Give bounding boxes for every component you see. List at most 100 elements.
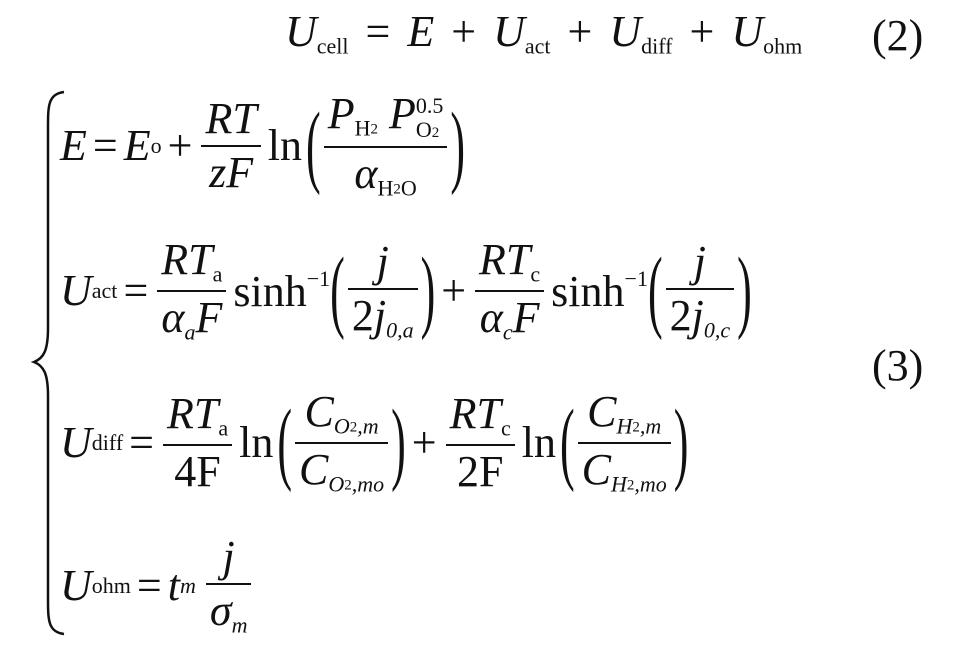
- anode-alpha: α: [161, 292, 185, 342]
- o2-c-num: C: [304, 387, 334, 436]
- alpha-sub: H: [377, 175, 394, 201]
- e0-var: E: [123, 120, 151, 170]
- diff-cathode-num: RT: [449, 388, 501, 438]
- equals-sign: =: [136, 560, 162, 610]
- u-act-lhs-sub: act: [91, 277, 118, 303]
- anode-arg-num: j: [376, 236, 389, 286]
- cathode-frac: RTc αcF: [475, 235, 545, 345]
- t-var: t: [167, 560, 180, 610]
- o2-c-den-sub2: 2: [344, 476, 352, 493]
- sinh-sup: −1: [624, 265, 648, 291]
- p-h2-sub2: 2: [370, 121, 378, 138]
- diff-cathode-den: 2F: [456, 446, 504, 496]
- alpha-sub2: 2: [393, 181, 401, 198]
- left-paren: (: [306, 93, 321, 197]
- u-diff-lhs: U: [60, 417, 92, 467]
- right-paren: ): [391, 390, 406, 494]
- diff-cathode-frac: RTc 2F: [445, 388, 515, 496]
- h2-c-den-sub: H: [611, 471, 627, 497]
- h2-c-den-sub3: ,mo: [634, 471, 667, 497]
- cathode-arg-frac: j 2j0,c: [665, 236, 735, 343]
- cathode-arg-den-j: j: [691, 290, 704, 340]
- right-paren: ): [450, 93, 466, 197]
- equals-sign: =: [123, 265, 149, 315]
- u-ohm-lhs: U: [60, 560, 92, 610]
- ln-function: ln: [239, 417, 274, 467]
- cathode-alpha: α: [479, 292, 503, 342]
- plus-sign: +: [451, 7, 477, 56]
- sinh-function: sinh−1: [551, 265, 648, 316]
- o2-c-num-sub2: 2: [349, 419, 358, 436]
- o2-c-num-sub: O: [333, 413, 350, 439]
- e-lhs: E: [60, 120, 87, 170]
- cathode-frac-num-sub: c: [530, 261, 541, 287]
- equals-sign: =: [365, 7, 391, 56]
- j-over-sigma-frac: j σm: [205, 532, 252, 637]
- ln-function: ln: [521, 417, 556, 467]
- cathode-arg-den-sub: 0,c: [703, 317, 731, 343]
- alpha-var: α: [354, 149, 378, 199]
- left-paren: (: [559, 390, 575, 494]
- h2-c-num-sub2: 2: [632, 419, 640, 436]
- sinh-label: sinh: [233, 266, 307, 316]
- diff-anode-frac: RTa 4F: [162, 391, 233, 496]
- left-paren: (: [277, 390, 292, 494]
- u-ohm-sub: ohm: [763, 33, 803, 59]
- u-ohm-var: U: [731, 7, 764, 56]
- p-h2-var: P: [327, 89, 355, 138]
- o2-c-den: C: [299, 444, 329, 494]
- h2-conc-frac: CH2,m CH2,mo: [577, 387, 671, 497]
- plus-sign: +: [567, 7, 593, 56]
- cathode-arg-num: j: [693, 236, 706, 286]
- diff-cathode-num-sub: c: [500, 415, 511, 441]
- anode-arg-den-j: j: [373, 290, 387, 340]
- anode-arg-frac: j 2j0,a: [347, 236, 418, 343]
- right-paren: ): [673, 390, 689, 494]
- alpha-sub3: O: [400, 175, 417, 201]
- u-act-sub: act: [524, 33, 551, 59]
- u-cell-sub: cell: [316, 33, 349, 59]
- anode-arg-den-sub: 0,a: [386, 317, 414, 343]
- cathode-frac-num: RT: [479, 235, 531, 284]
- anode-f: F: [195, 292, 223, 342]
- h2-c-num: C: [587, 387, 617, 436]
- diff-anode-den: 4F: [174, 446, 221, 496]
- o2-conc-frac: CO2,m CO2,mo: [295, 387, 389, 495]
- equals-sign: =: [129, 417, 154, 467]
- right-paren: ): [737, 238, 752, 342]
- h2-c-den: C: [581, 444, 611, 494]
- sinh-label: sinh: [551, 266, 625, 316]
- sinh-function: sinh−1: [233, 266, 330, 316]
- u-cell-var: U: [285, 7, 317, 56]
- cathode-alpha-sub: c: [502, 319, 513, 345]
- anode-alpha-sub: a: [184, 319, 196, 345]
- rt-over-zf-fraction: RT zF: [201, 96, 261, 197]
- p-o2-sub2: 2: [431, 124, 440, 141]
- left-paren: (: [330, 238, 345, 342]
- u-act-lhs: U: [60, 265, 92, 315]
- e-var: E: [407, 7, 435, 56]
- u-diff-lhs-sub: diff: [91, 429, 124, 455]
- plus-sign: +: [689, 7, 715, 56]
- u-diff-sub: diff: [641, 33, 673, 59]
- cathode-arg-den-2: 2: [669, 290, 692, 340]
- frac-den: zF: [209, 147, 254, 197]
- cathode-f: F: [512, 292, 540, 342]
- plus-sign: +: [411, 417, 437, 467]
- ohm-frac-num: j: [222, 532, 235, 581]
- h2-c-num-sub: H: [616, 413, 633, 439]
- h2-c-den-sub2: 2: [626, 476, 635, 493]
- u-act-var: U: [493, 7, 525, 56]
- u-diff-var: U: [609, 7, 642, 56]
- p-o2-var: P: [388, 89, 416, 138]
- right-paren: ): [420, 238, 436, 342]
- equation-2: Ucell = E + Uact + Udiff + Uohm: [285, 10, 802, 58]
- plus-sign: +: [441, 265, 467, 315]
- anode-frac: RTa αaF: [157, 238, 227, 345]
